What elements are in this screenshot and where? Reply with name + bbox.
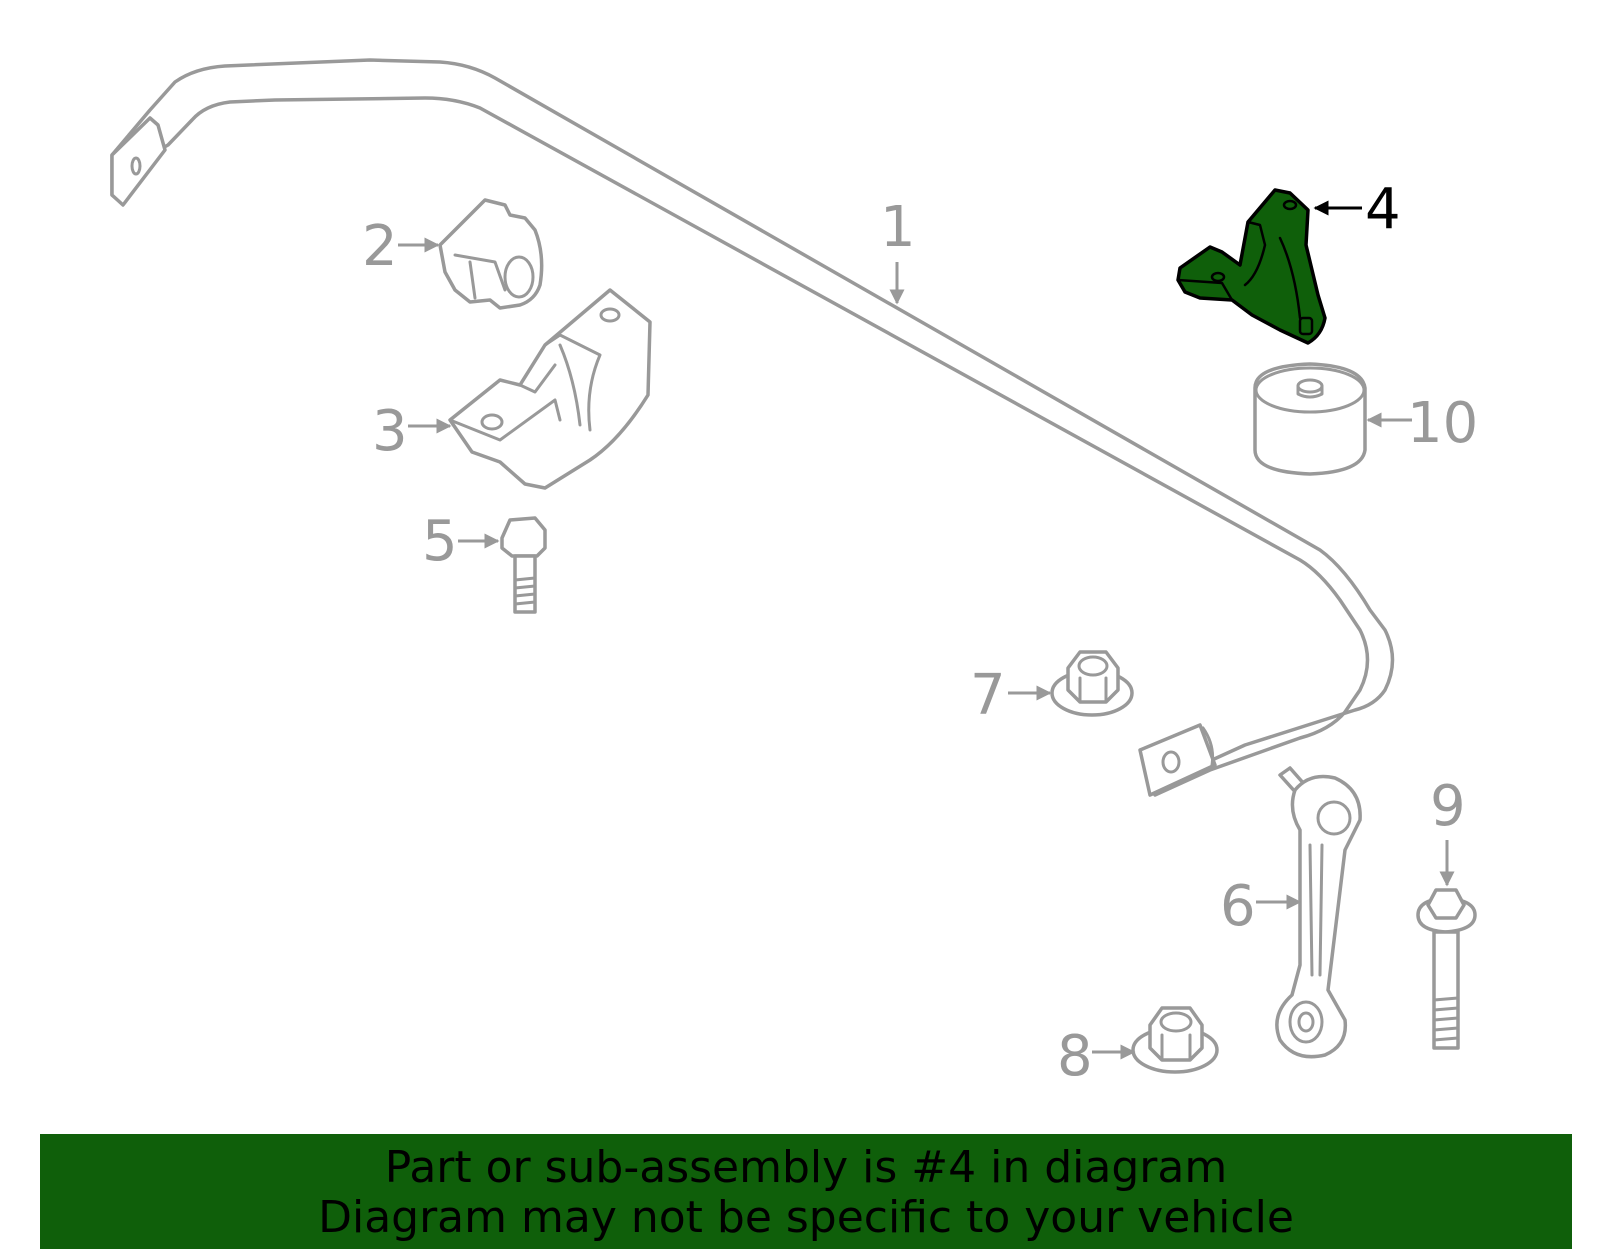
callout-10: 10 bbox=[1407, 391, 1478, 456]
banner-line-disclaimer: Diagram may not be specific to your vehi… bbox=[318, 1192, 1294, 1243]
part-3-bracket bbox=[448, 288, 652, 490]
part-9-bolt bbox=[1416, 888, 1477, 1050]
callout-labels: 1 2 3 4 5 6 7 8 9 10 bbox=[362, 177, 1478, 1089]
part-4-bracket-highlighted bbox=[1176, 188, 1327, 345]
callout-3: 3 bbox=[372, 399, 408, 464]
part-10-cylinder-bushing bbox=[1253, 362, 1367, 476]
callout-1: 1 bbox=[880, 195, 916, 260]
part-6-stabilizer-link bbox=[1275, 766, 1362, 1059]
callout-9: 9 bbox=[1430, 774, 1466, 839]
info-banner: Part or sub-assembly is #4 in diagram Di… bbox=[40, 1134, 1572, 1249]
callout-8: 8 bbox=[1057, 1024, 1093, 1089]
part-7-nut bbox=[1050, 650, 1134, 717]
part-5-bolt bbox=[500, 516, 547, 614]
callout-4: 4 bbox=[1365, 177, 1401, 242]
callout-5: 5 bbox=[422, 509, 458, 574]
callout-leaders bbox=[398, 200, 1455, 1060]
part-2-bushing bbox=[438, 198, 544, 310]
callout-2: 2 bbox=[362, 214, 398, 279]
callout-7: 7 bbox=[970, 663, 1006, 728]
callout-6: 6 bbox=[1220, 874, 1256, 939]
part-1-stabilizer-bar bbox=[110, 58, 1395, 797]
banner-line-part-number: Part or sub-assembly is #4 in diagram bbox=[384, 1142, 1228, 1193]
part-8-nut bbox=[1131, 1006, 1219, 1074]
